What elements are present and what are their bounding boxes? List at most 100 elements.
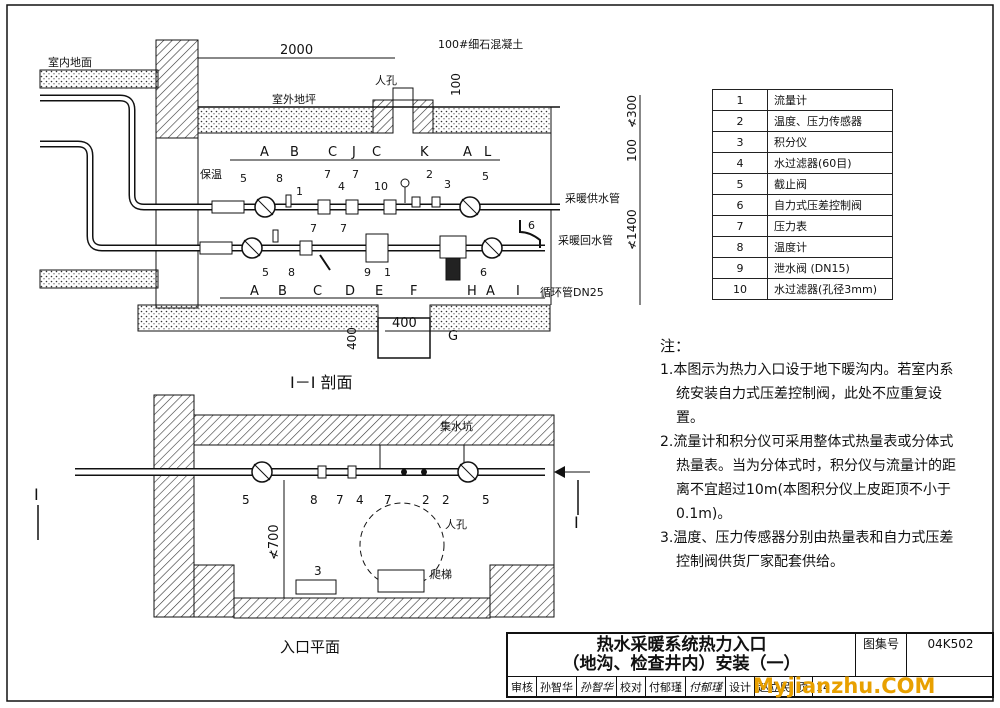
note-line: 统安装自力式压差控制阀，此处不应重复设置。 xyxy=(676,386,942,426)
top-number: 10 xyxy=(374,180,388,193)
sump-pit xyxy=(377,317,431,359)
drawing-frame xyxy=(6,4,994,702)
plan-valve-left xyxy=(251,461,273,483)
legend-no: 10 xyxy=(712,278,768,300)
return-meter xyxy=(365,233,389,263)
plan-label-sump: 集水坑 xyxy=(440,419,473,433)
top-number: 2 xyxy=(426,168,433,181)
note-line: 2.流量计和积分仪可采用整体式热量表或分体式 xyxy=(660,434,954,450)
top-number: 4 xyxy=(338,180,345,193)
dim-1400: ≮1400 xyxy=(625,209,639,250)
dim-100b: 100 xyxy=(625,139,639,162)
top-letter: C xyxy=(372,145,381,160)
top-letter: A xyxy=(260,145,269,160)
label-supply: 采暖供水管 xyxy=(565,191,620,205)
plan-fitting xyxy=(347,465,357,479)
design-label: 设计 xyxy=(726,677,755,698)
title-block: 热水采暖系统热力入口 （地沟、检查井内）安装（一） 图集号 04K502 审核 … xyxy=(506,632,994,698)
bottom-number: 6 xyxy=(480,266,487,279)
atlas-label: 图集号 xyxy=(862,637,899,651)
plan-title: 入口平面 xyxy=(280,638,340,656)
check-name: 付郁瑾 xyxy=(646,677,686,698)
label-indoor-floor: 室内地面 xyxy=(48,55,92,69)
drawing-title: 热水采暖系统热力入口 （地沟、检查井内）安装（一） xyxy=(508,634,856,677)
bottom-letter: H xyxy=(467,284,477,299)
bottom-letter: D xyxy=(345,284,355,299)
supply-gauge xyxy=(400,178,410,203)
legend-no: 1 xyxy=(712,89,768,111)
plan-integrator xyxy=(295,579,337,595)
supply-sensor xyxy=(411,196,421,208)
plan-wall-bottom-left xyxy=(193,564,235,618)
dim-400a: 400 xyxy=(345,327,359,350)
indoor-wall xyxy=(155,39,199,139)
plan-number: 5 xyxy=(482,493,490,507)
top-letter: L xyxy=(484,145,492,160)
supply-filter-b xyxy=(345,199,359,215)
cover-slab-left xyxy=(197,106,374,134)
section-title: I－I 剖面 xyxy=(290,373,353,392)
letter-G: G xyxy=(448,329,458,344)
top-number: 7 xyxy=(324,168,331,181)
return-valve-body xyxy=(445,257,461,281)
dim-300: ≮300 xyxy=(625,95,639,128)
plan-view: 集水坑 人孔 爬梯 ≮700 3 I I 5 8 7 4 7 2 2 5 入口平… xyxy=(34,394,590,656)
supply-thermometer xyxy=(285,194,292,208)
bottom-letter: A xyxy=(250,284,259,299)
plan-sensor xyxy=(421,469,427,475)
top-letter: K xyxy=(420,145,429,160)
dim-2000: 2000 xyxy=(280,43,313,58)
note-line: 3.温度、压力传感器分别由热量表和自力式压差 xyxy=(660,530,954,546)
plan-number: 7 xyxy=(336,493,344,507)
plan-number: 8 xyxy=(310,493,318,507)
top-letter: A xyxy=(463,145,472,160)
bottom-number-7: 7 xyxy=(340,222,347,235)
plan-label-manhole: 人孔 xyxy=(445,518,467,531)
manhole-curb-right xyxy=(412,99,434,134)
supply-riser-inner xyxy=(40,96,560,209)
bypass-pipe xyxy=(519,220,541,248)
dim-400b: 400 xyxy=(392,316,417,331)
bottom-letter: B xyxy=(278,284,287,299)
plan-label-3: 3 xyxy=(314,564,322,578)
signature-row: 审核 孙智华 孙智华 校对 付郁瑾 付郁瑾 设计 赵立民 页 14 xyxy=(508,677,994,698)
page-value: 14 xyxy=(816,681,830,694)
label-concrete: 100#细石混凝土 xyxy=(438,37,523,51)
plan-ladder xyxy=(377,569,425,593)
bottom-number: 1 xyxy=(384,266,391,279)
indoor-floor-slab xyxy=(39,69,159,89)
plan-section-mark: I xyxy=(34,485,39,504)
top-number: 3 xyxy=(444,178,451,191)
legend-no: 9 xyxy=(712,257,768,279)
plan-wall-bottom-right xyxy=(489,564,555,618)
legend-no: 6 xyxy=(712,194,768,216)
bottom-letter: E xyxy=(375,284,383,299)
legend-no: 8 xyxy=(712,236,768,258)
cover-slab-right xyxy=(432,106,552,134)
check-sign: 付郁瑾 xyxy=(686,677,726,698)
legend-name: 温度、压力传感器 xyxy=(767,110,893,132)
bottom-number: 5 xyxy=(262,266,269,279)
plan-wall-top xyxy=(193,414,555,446)
notes-block: 注： 1.本图示为热力入口设于地下暖沟内。若室内系 统安装自力式压差控制阀，此处… xyxy=(660,334,960,574)
review-name: 孙智华 xyxy=(537,677,577,698)
top-number: 5 xyxy=(240,172,247,185)
legend-no: 4 xyxy=(712,152,768,174)
bottom-letter: C xyxy=(313,284,322,299)
legend-no: 3 xyxy=(712,131,768,153)
plan-number: 2 xyxy=(442,493,450,507)
return-thermometer xyxy=(272,229,279,243)
note-line: 离不宜超过10m(本图积分仪上皮距顶不小于 xyxy=(676,482,951,498)
insulation-return xyxy=(199,241,233,255)
plan-wall-left xyxy=(153,394,195,618)
plan-label-ladder: 爬梯 xyxy=(430,568,452,581)
note-line: 控制阀供货厂家配套供给。 xyxy=(676,554,844,570)
bottom-number: 9 xyxy=(364,266,371,279)
review-label: 审核 xyxy=(508,677,537,698)
